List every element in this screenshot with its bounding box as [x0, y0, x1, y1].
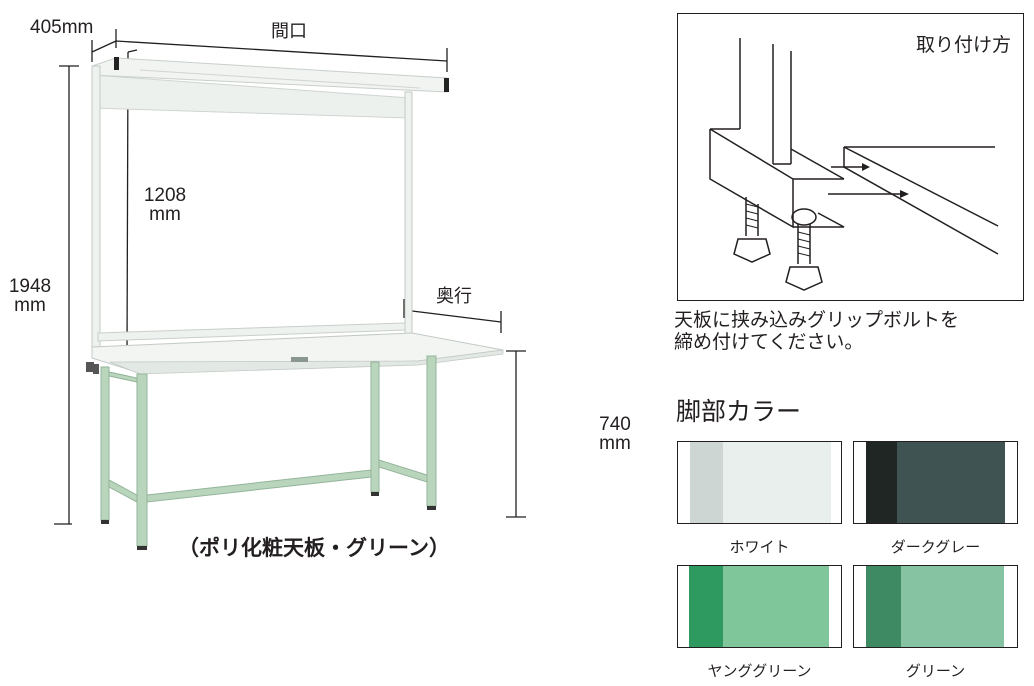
swatch-white [677, 441, 842, 524]
swatch-green-dark [866, 566, 901, 647]
swatch-dark-gray [853, 441, 1018, 524]
clamp-drawing [709, 38, 999, 291]
table-height-value: 740 [599, 414, 631, 435]
swatch-white-dark [690, 442, 723, 523]
depth-label: 奥行 [436, 286, 472, 307]
table-legs [100, 355, 437, 547]
swatch-label-white: ホワイト [729, 538, 790, 556]
swatch-young-green [677, 565, 842, 648]
leg-feet [101, 492, 436, 550]
upright-height-label: 1208 mm [140, 186, 190, 224]
workbench-illustration [54, 29, 526, 550]
shelf-depth-label: 405mm [30, 17, 94, 38]
swatch-label-green: グリーン [905, 662, 966, 680]
dimension-lines [54, 29, 526, 525]
installation-diagram: 取り付け方 [677, 13, 1024, 301]
swatch-label-dark-gray: ダークグレー [890, 538, 981, 556]
table-height-unit: mm [599, 433, 631, 454]
total-height-value: 1948 [8, 276, 52, 297]
table-height-label: 740 mm [595, 415, 635, 453]
installation-note-line2: 締め付けてください。 [674, 331, 864, 353]
installation-note: 天板に挟み込みグリップボルトを 締め付けてください。 [674, 309, 1034, 353]
swatch-label-young-green: ヤンググリーン [707, 662, 812, 680]
upper-shelf [91, 57, 449, 119]
leg-color-title: 脚部カラー [676, 397, 802, 426]
upright-height-unit: mm [149, 204, 181, 225]
lower-rail [97, 322, 406, 342]
upright-height-value: 1208 [143, 185, 187, 206]
total-height-unit: mm [14, 295, 46, 316]
table-top [86, 332, 504, 375]
total-height-label: 1948 mm [6, 277, 54, 315]
installation-note-line1: 天板に挟み込みグリップボルトを [674, 309, 960, 331]
installation-title: 取り付け方 [915, 34, 1011, 56]
width-label: 間口 [271, 21, 307, 42]
swatch-young-green-dark [689, 566, 723, 647]
swatch-green [853, 565, 1018, 648]
bolt-threads [745, 203, 811, 257]
swatch-dark-gray-dark [866, 442, 897, 523]
product-caption: （ポリ化粧天板・グリーン） [178, 536, 450, 560]
